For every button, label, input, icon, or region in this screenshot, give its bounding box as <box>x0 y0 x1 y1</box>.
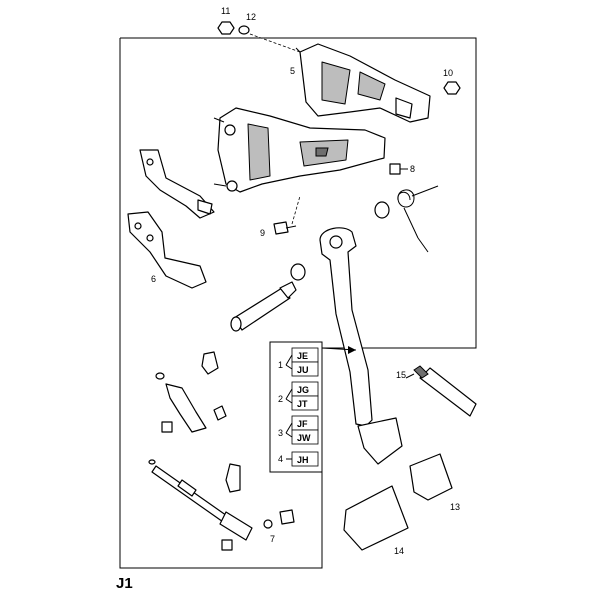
variant-row-number: 3 <box>278 428 283 438</box>
callout-11: 11 <box>221 6 230 16</box>
callout-14: 14 <box>394 546 404 556</box>
cylinder-part-15 <box>405 365 477 417</box>
callout-5: 5 <box>290 66 295 76</box>
pedal-pad-13 <box>409 453 453 501</box>
variant-table: 1 JE JU 2 JG JT 3 JF JW 4 JH <box>269 341 357 473</box>
left-mounting-plate <box>139 149 215 219</box>
callout-13: 13 <box>450 502 460 512</box>
variant-code: JT <box>297 399 308 409</box>
upper-bracket-part <box>295 43 431 123</box>
callout-7: 7 <box>270 534 275 544</box>
variant-code: JE <box>297 351 308 361</box>
clip-parts <box>155 351 241 551</box>
bushing-lower <box>290 263 306 281</box>
return-spring <box>397 185 439 253</box>
callout-15: 15 <box>396 370 406 380</box>
pedal-pad-14 <box>343 485 409 551</box>
nut-part-10 <box>443 81 461 95</box>
callout-8: 8 <box>410 164 415 174</box>
bushing-upper <box>374 201 390 219</box>
callout-12: 12 <box>246 12 256 22</box>
lower-bracket-part <box>127 211 207 289</box>
variant-row-number: 2 <box>278 394 283 404</box>
variant-code: JU <box>297 365 309 375</box>
callout-9: 9 <box>260 228 265 238</box>
callout-6: 6 <box>151 274 156 284</box>
callout-10: 10 <box>443 68 453 78</box>
bolt-part-9 <box>273 195 301 235</box>
push-rod <box>148 459 253 541</box>
pedal-arm <box>319 227 403 465</box>
variant-code: JG <box>297 385 309 395</box>
main-pedal-bracket <box>213 107 386 193</box>
pivot-shaft <box>230 281 297 332</box>
variant-code: JH <box>297 455 309 465</box>
sheet-label: J1 <box>116 575 133 592</box>
variant-row-number: 4 <box>278 454 283 464</box>
washer-part-12 <box>238 25 250 35</box>
bolt-part-8 <box>389 163 408 175</box>
bolt-part-7 <box>263 509 295 529</box>
nut-part-11 <box>217 21 235 35</box>
variant-row-number: 1 <box>278 360 283 370</box>
variant-code: JW <box>297 433 311 443</box>
variant-code: JF <box>297 419 308 429</box>
leader-washer-to-bracket <box>249 33 301 53</box>
